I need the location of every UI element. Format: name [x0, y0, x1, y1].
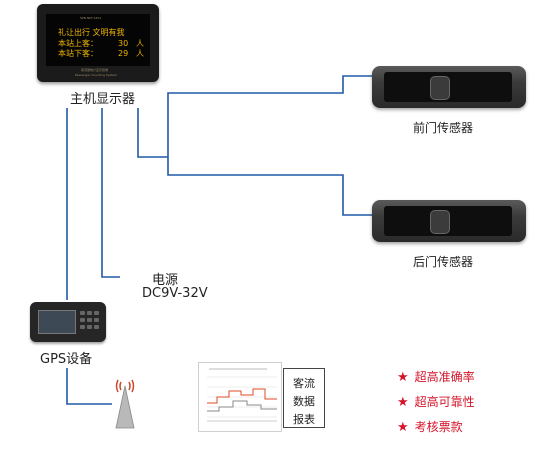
power-label: 电源: [152, 273, 179, 288]
report-line-2: 数据: [293, 395, 315, 408]
front-door-sensor: [372, 66, 526, 108]
display-model: SPB-NET-S301: [80, 16, 102, 20]
display-line-3-value: 29: [118, 49, 129, 58]
display-screen: SPB-NET-S301 礼让出行 文明有我 本站上客： 30 人 本站下客： …: [46, 14, 150, 66]
sensor-lens: [430, 210, 450, 234]
star-icon: ★: [397, 420, 409, 435]
power-spec: DC9V-32V: [142, 286, 208, 301]
report-line-3: 报表: [293, 413, 315, 426]
gps-device: [30, 302, 106, 342]
display-line-3-unit: 人: [136, 49, 144, 58]
star-icon: ★: [397, 370, 409, 385]
antenna-icon: [115, 379, 135, 429]
rear-sensor-label: 后门传感器: [413, 255, 474, 269]
report-thumbnail: [198, 362, 282, 432]
report-chart-icon: [207, 368, 277, 422]
front-sensor-label: 前门传感器: [413, 121, 474, 135]
display-footer-en: Passenger Counting System: [75, 73, 118, 77]
display-line-1: 礼让出行 文明有我: [58, 28, 125, 37]
star-icon: ★: [397, 395, 409, 410]
display-footer-cn: 客流量统计显示终端: [81, 68, 109, 72]
gps-label: GPS设备: [40, 352, 93, 367]
display-line-2-unit: 人: [136, 39, 144, 48]
report-label-box: 客流 数据 报表: [283, 368, 325, 428]
sensor-lens: [430, 76, 450, 100]
main-display-device: SPB-NET-S301 礼让出行 文明有我 本站上客： 30 人 本站下客： …: [37, 4, 159, 82]
display-line-2-value: 30: [118, 39, 129, 48]
rear-door-sensor: [372, 200, 526, 242]
main-display-label: 主机显示器: [70, 92, 136, 107]
feature-item: ★超高准确率: [397, 370, 475, 385]
display-line-3-label: 本站下客：: [58, 49, 98, 58]
display-line-2-label: 本站上客：: [58, 39, 98, 48]
feature-item: ★考核票款: [397, 420, 463, 435]
feature-item: ★超高可靠性: [397, 395, 475, 410]
report-line-1: 客流: [293, 377, 315, 390]
gps-screen: [38, 310, 76, 334]
